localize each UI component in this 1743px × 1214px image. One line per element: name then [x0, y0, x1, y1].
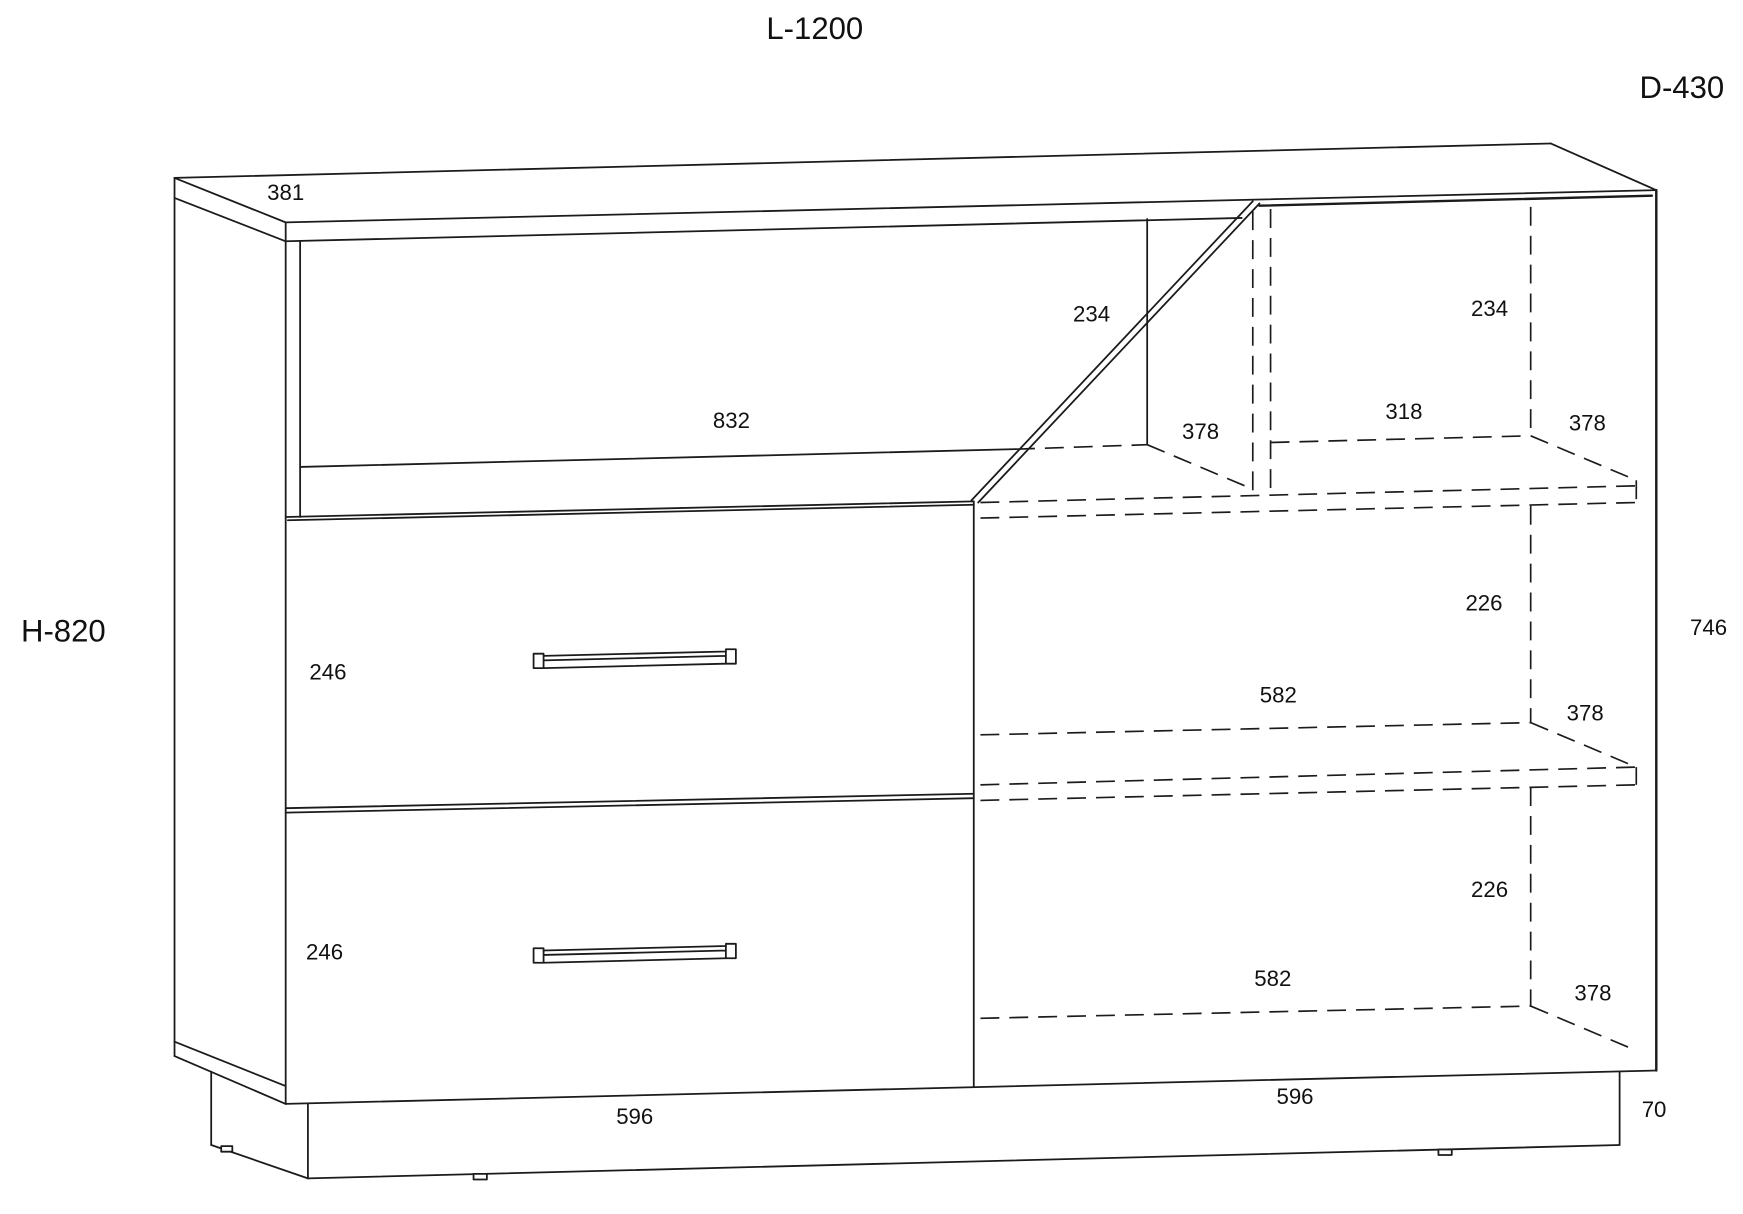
front-left-width-label: 596	[616, 1104, 653, 1129]
top-left-end-lower-edge	[173, 197, 287, 243]
compartment-floor-depth-hidden-edge	[1146, 443, 1254, 490]
dimension-labels: L-1200 D-430 H-820 381 234 832 378 234 3…	[21, 11, 1727, 1129]
compartment-floor-back-hidden-edge	[1015, 443, 1148, 450]
shelf-back-hidden-edge	[1270, 434, 1531, 444]
drawer-top-height-label: 246	[309, 659, 346, 684]
drawer-handle-detail	[542, 945, 727, 964]
diagonal-cut-line	[970, 200, 1261, 504]
shelf-front-lower-hidden-edge	[980, 784, 1637, 802]
drawer-bottom-upper-edge	[284, 797, 975, 814]
drawer-top-upper-inner-edge	[287, 503, 975, 522]
left-side-panel	[173, 177, 287, 1105]
shelf-front-lower-hidden-edge	[980, 501, 1637, 519]
overall-length-label: L-1200	[766, 11, 863, 46]
drawer-handle	[532, 942, 737, 964]
middle-right-depth-label: 378	[1567, 700, 1604, 725]
top-left-end-upper-edge	[173, 177, 287, 224]
compartment-floor-back-edge	[299, 448, 1017, 468]
top-right-end-edge	[1549, 142, 1658, 192]
upper-right-width-label: 318	[1385, 399, 1422, 424]
lower-right-height-label: 226	[1471, 877, 1508, 902]
body-height-label: 746	[1690, 615, 1727, 640]
diagonal-edge-inner	[977, 202, 1261, 504]
shelf-front-upper-hidden-edge	[980, 485, 1637, 504]
foot-left-side	[220, 1145, 234, 1153]
drawer-bottom	[284, 797, 975, 964]
foot-front-left	[472, 1173, 488, 1181]
upper-right-height-label: 234	[1471, 296, 1508, 321]
middle-right-width-label: 582	[1260, 683, 1297, 708]
drawer-top-upper-edge	[284, 500, 975, 518]
lower-right-width-label: 582	[1254, 966, 1291, 991]
plinth	[210, 1070, 1621, 1181]
top-depth-label: 381	[267, 180, 304, 205]
diagonal-edge-outer	[970, 200, 1254, 502]
cabinet-bottom-front-edge	[284, 1069, 1658, 1105]
top-right-front-double-edge	[1258, 194, 1654, 207]
plinth-front-bottom-edge	[307, 1144, 1621, 1180]
front-right-width-label: 596	[1276, 1084, 1313, 1109]
lower-right-depth-label: 378	[1574, 981, 1611, 1006]
side-panel-bottom-lower-edge	[173, 1055, 287, 1105]
floor-depth-hidden-edge	[1530, 1005, 1637, 1052]
shelf-depth-hidden-edge	[1530, 721, 1637, 768]
overall-depth-label: D-430	[1639, 70, 1724, 105]
drawer-top	[284, 500, 975, 810]
foot-front-right	[1437, 1148, 1453, 1156]
top-panel-lower-front-edge	[284, 217, 1243, 243]
top-back-edge	[173, 142, 1552, 179]
middle-right-compartment	[980, 505, 1638, 802]
overall-height-label: H-820	[21, 613, 106, 648]
upper-left-compartment	[299, 218, 1254, 518]
shelf-depth-hidden-edge	[1530, 435, 1637, 482]
middle-right-height-label: 226	[1465, 590, 1502, 615]
floor-back-hidden-edge	[980, 1005, 1531, 1020]
side-panel-bottom-upper-edge	[173, 1040, 287, 1087]
upper-right-depth-label: 378	[1569, 410, 1606, 435]
top-front-edge	[284, 189, 1658, 224]
upper-left-depth-label: 378	[1182, 419, 1219, 444]
upper-left-width-label: 832	[713, 408, 750, 433]
cabinet-top-panel	[173, 142, 1658, 243]
lower-right-compartment	[980, 787, 1637, 1052]
upper-right-compartment	[980, 206, 1638, 519]
shelf-front-upper-hidden-edge	[980, 766, 1637, 786]
drawer-handle	[532, 648, 737, 670]
shelf-back-hidden-edge	[980, 721, 1531, 736]
drawer-handle-detail	[542, 650, 727, 670]
upper-left-height-label: 234	[1073, 301, 1110, 326]
drawer-top-lower-edge	[284, 792, 975, 810]
drawer-bottom-height-label: 246	[306, 939, 343, 964]
plinth-height-label: 70	[1642, 1097, 1667, 1122]
